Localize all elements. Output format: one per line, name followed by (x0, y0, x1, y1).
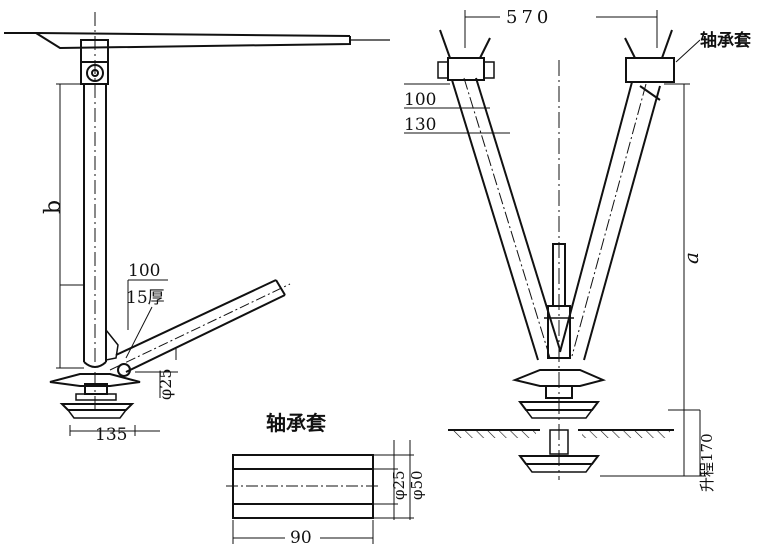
label-570: 570 (506, 7, 552, 28)
label-b: b (41, 200, 66, 214)
raised-wheel-position (518, 429, 600, 473)
left-leg-arm (451, 77, 561, 361)
sleeve-top-wall (232, 454, 374, 470)
label-dia25-left: φ25 (156, 368, 175, 400)
label-15-thick: 15厚 (126, 288, 165, 308)
right-leg-arm (559, 81, 661, 361)
sleeve-bottom-wall (232, 503, 374, 519)
front-view: 570 轴承套 100 130 a 升程170 (404, 7, 752, 492)
right-bearing-sleeve (625, 57, 675, 83)
label-detail-dia25: φ25 (390, 470, 408, 500)
label-detail-dia50: φ50 (408, 470, 426, 500)
bearing-sleeve-detail: 轴承套 φ25 φ50 90 (226, 411, 426, 548)
label-100-right: 100 (404, 90, 436, 110)
label-130: 130 (404, 115, 436, 135)
left-wheel-assembly (49, 373, 141, 419)
left-bearing-block (447, 57, 485, 81)
inclined-handle (109, 279, 291, 373)
front-wheel-assembly (511, 369, 607, 419)
detail-title: 轴承套 (266, 411, 326, 435)
label-bearing-sleeve-callout: 轴承套 (700, 30, 752, 51)
label-a: a (679, 252, 703, 264)
label-detail-90: 90 (290, 528, 312, 548)
top-beam (4, 32, 390, 50)
label-100-left: 100 (128, 261, 160, 281)
side-view: b 100 15厚 φ25 135 (4, 12, 390, 445)
label-lift-170: 升程170 (698, 433, 716, 492)
label-135: 135 (95, 425, 127, 445)
